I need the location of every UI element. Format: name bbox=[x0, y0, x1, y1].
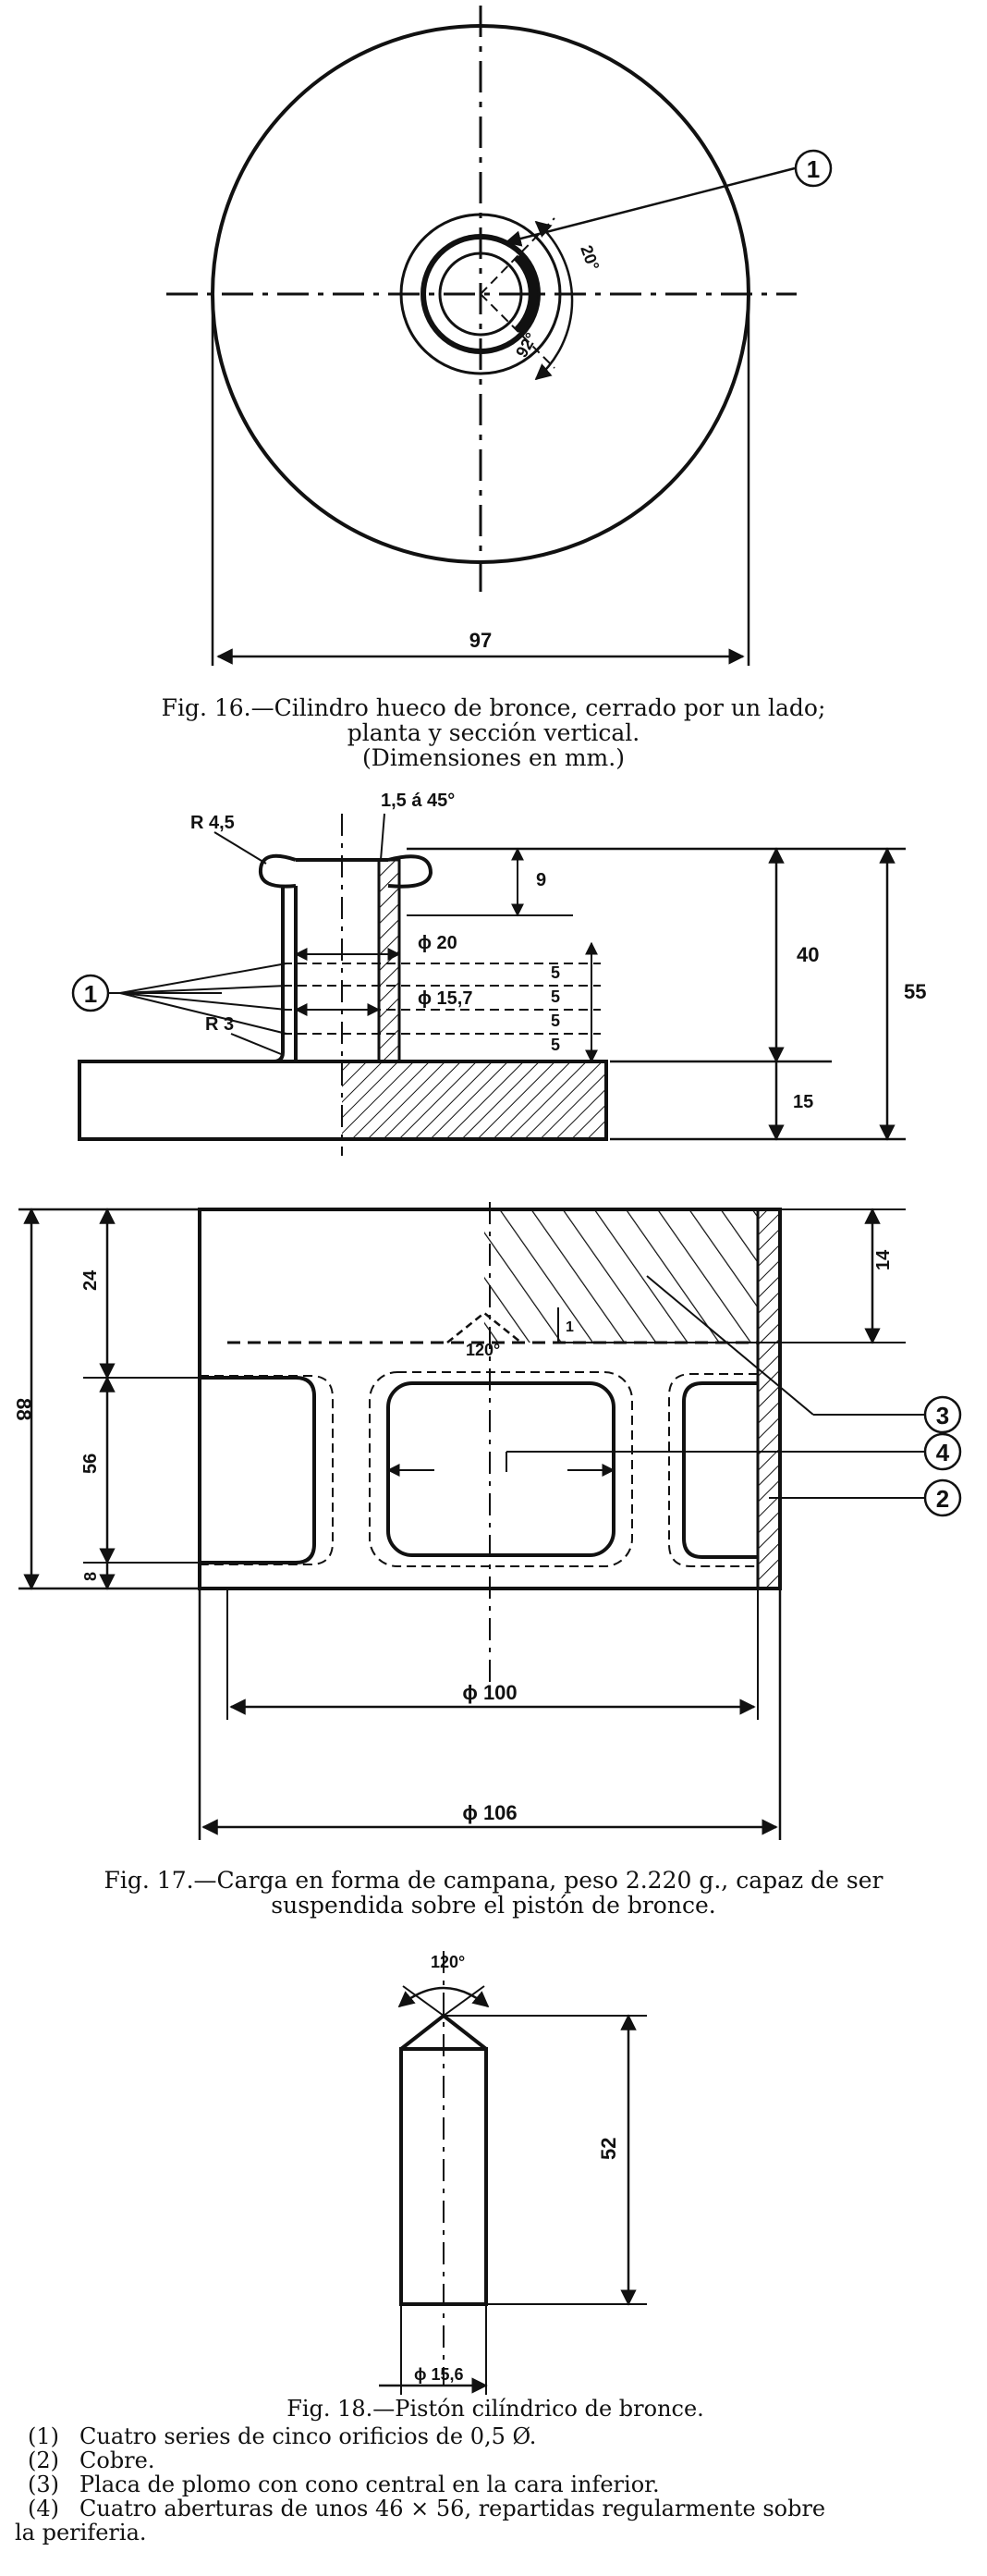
fig16-callout-leader bbox=[505, 166, 796, 247]
dim-dia100-label: ϕ 100 bbox=[462, 1681, 517, 1704]
legend-text-2: Cobre. bbox=[79, 2447, 155, 2473]
fig16-caption-line-3: (Dimensiones en mm.) bbox=[362, 744, 625, 771]
fig16-angle-arc bbox=[534, 220, 574, 381]
fig16-angle-ray-b bbox=[480, 293, 555, 369]
opening-left-dashed bbox=[200, 1375, 334, 1565]
fig16-bore-outer bbox=[399, 213, 562, 375]
dim-56-label: 56 bbox=[80, 1454, 101, 1474]
opening-right bbox=[682, 1381, 758, 1559]
cone-angle-label: 120° bbox=[466, 1341, 500, 1359]
angle-arc bbox=[397, 1986, 490, 2008]
dim-88-label: 88 bbox=[12, 1398, 35, 1420]
chamfer-label: 1,5 á 45° bbox=[381, 791, 455, 811]
legend-num-3: (3) bbox=[28, 2472, 59, 2497]
callout1-leader-a bbox=[119, 963, 287, 994]
callout2-circle bbox=[923, 1478, 962, 1517]
opening-right-dashed bbox=[668, 1373, 758, 1567]
fig17-bell-drawing bbox=[18, 1202, 962, 1840]
legend-item-1: (1) Cuatro series de cinco orificios de 0… bbox=[15, 2424, 976, 2448]
fig16-caption-line-1: Fig. 16.—Cilindro hueco de bronce, cerra… bbox=[161, 694, 826, 721]
fig17-caption: Fig. 17.—Carga en forma de campana, peso… bbox=[0, 1868, 987, 1918]
fig18-drawing bbox=[379, 1951, 647, 2395]
cone-tip bbox=[446, 1311, 522, 1343]
cone-depth-label: 1 bbox=[566, 1319, 574, 1335]
opening-left bbox=[200, 1376, 316, 1564]
fig17-caption-line-2: suspendida sobre el pistón de bronce. bbox=[271, 1892, 716, 1919]
callout1-leader-d bbox=[119, 992, 287, 1035]
dim-24-label: 24 bbox=[80, 1270, 101, 1291]
fig16-caption: Fig. 16.—Cilindro hueco de bronce, cerra… bbox=[0, 695, 987, 770]
callout3-number: 3 bbox=[936, 1402, 949, 1429]
fig16-callout-number: 1 bbox=[807, 155, 820, 183]
dim-14-label: 14 bbox=[873, 1249, 894, 1270]
fig16-bore-inner bbox=[438, 251, 523, 337]
piston-length-label: 52 bbox=[597, 2138, 620, 2160]
fig16-angle-label-a: 20° bbox=[577, 243, 603, 273]
fig16-callout-circle bbox=[794, 149, 833, 188]
fig16-drawing bbox=[166, 6, 833, 666]
callout4-number: 4 bbox=[936, 1439, 950, 1466]
fig16-angle-ray-a bbox=[480, 217, 555, 295]
cylinder-top-lip-left bbox=[258, 853, 297, 889]
dim-15-label: 15 bbox=[793, 1092, 813, 1112]
dim-40-label: 40 bbox=[797, 943, 819, 966]
dim-5-label-2: 5 bbox=[551, 987, 560, 1006]
angle-ray-right bbox=[443, 1985, 485, 2017]
dim-55-label: 55 bbox=[904, 980, 926, 1003]
piston-dia-label: ϕ 15,6 bbox=[414, 2365, 464, 2384]
dim-8-label: 8 bbox=[81, 1572, 100, 1581]
callout3-leader bbox=[646, 1275, 814, 1416]
fig16-dim-width-label: 97 bbox=[469, 629, 492, 652]
callout4-circle bbox=[923, 1432, 962, 1471]
cylinder-wall-right-hatched bbox=[377, 858, 401, 1063]
dim-9-label: 9 bbox=[536, 870, 546, 890]
legend-item-3: (3) Placa de plomo con cono central en la… bbox=[15, 2472, 976, 2496]
dim-5-label-1: 5 bbox=[551, 963, 560, 982]
dim-dia106-label: ϕ 106 bbox=[462, 1801, 517, 1824]
legend-item-4: (4) Cuatro aberturas de unos 46 × 56, rep… bbox=[15, 2496, 976, 2521]
copper-wall-hatched bbox=[756, 1208, 782, 1590]
callout1-leader-b bbox=[119, 985, 287, 994]
callout3-circle bbox=[923, 1395, 962, 1434]
radius-bottom-label: R 3 bbox=[205, 1014, 234, 1035]
lead-plate-hatched bbox=[484, 1211, 758, 1343]
radius-bottom-leader bbox=[230, 1033, 282, 1055]
fig16-angle-label-b: 92° bbox=[512, 329, 541, 361]
base-plate-hatched bbox=[342, 1061, 606, 1139]
fig17-top-callout-circle bbox=[71, 974, 110, 1012]
callout2-number: 2 bbox=[936, 1485, 949, 1513]
opening-center-dashed bbox=[369, 1371, 633, 1567]
legend-num-1: (1) bbox=[28, 2423, 59, 2449]
radius-top-label: R 4,5 bbox=[190, 813, 235, 833]
legend-item-5: la periferia. bbox=[15, 2521, 976, 2545]
radius-top-leader bbox=[213, 831, 267, 865]
legend-num-2: (2) bbox=[28, 2447, 59, 2473]
piston-angle-label: 120° bbox=[431, 1953, 465, 1971]
callout1-leader-c bbox=[119, 992, 287, 1011]
legend-item-2: (2) Cobre. bbox=[15, 2448, 976, 2472]
dia-20-label: ϕ 20 bbox=[418, 933, 457, 953]
cylinder-wall-left bbox=[273, 886, 298, 1063]
legend-text-5: la periferia. bbox=[15, 2520, 147, 2545]
legend-notes: Fig. 18.—Pistón cilíndrico de bronce. (1… bbox=[15, 2397, 976, 2545]
dim-5-label-3: 5 bbox=[551, 1012, 560, 1030]
chamfer-leader bbox=[380, 813, 385, 861]
fig17-caption-line-1: Fig. 17.—Carga en forma de campana, peso… bbox=[104, 1867, 883, 1894]
fig17-top-callout-number: 1 bbox=[84, 980, 97, 1008]
dim-5-label-4: 5 bbox=[551, 1036, 560, 1054]
cylinder-top-lip-right bbox=[387, 854, 433, 889]
angle-ray-left bbox=[402, 1985, 445, 2017]
dia-157-label: ϕ 15,7 bbox=[418, 988, 472, 1009]
fig18-caption-line: Fig. 18.—Pistón cilíndrico de bronce. bbox=[286, 2396, 704, 2422]
legend-num-4: (4) bbox=[28, 2496, 59, 2521]
legend-text-4: Cuatro aberturas de unos 46 × 56, repart… bbox=[79, 2496, 826, 2521]
fig16-caption-line-2: planta y sección vertical. bbox=[347, 719, 640, 746]
fig17-top-drawing bbox=[71, 813, 906, 1156]
legend-text-3: Placa de plomo con cono central en la ca… bbox=[79, 2472, 660, 2497]
legend-text-1: Cuatro series de cinco orificios de 0,5 … bbox=[79, 2423, 537, 2449]
fig16-hatched-arc bbox=[514, 253, 538, 335]
